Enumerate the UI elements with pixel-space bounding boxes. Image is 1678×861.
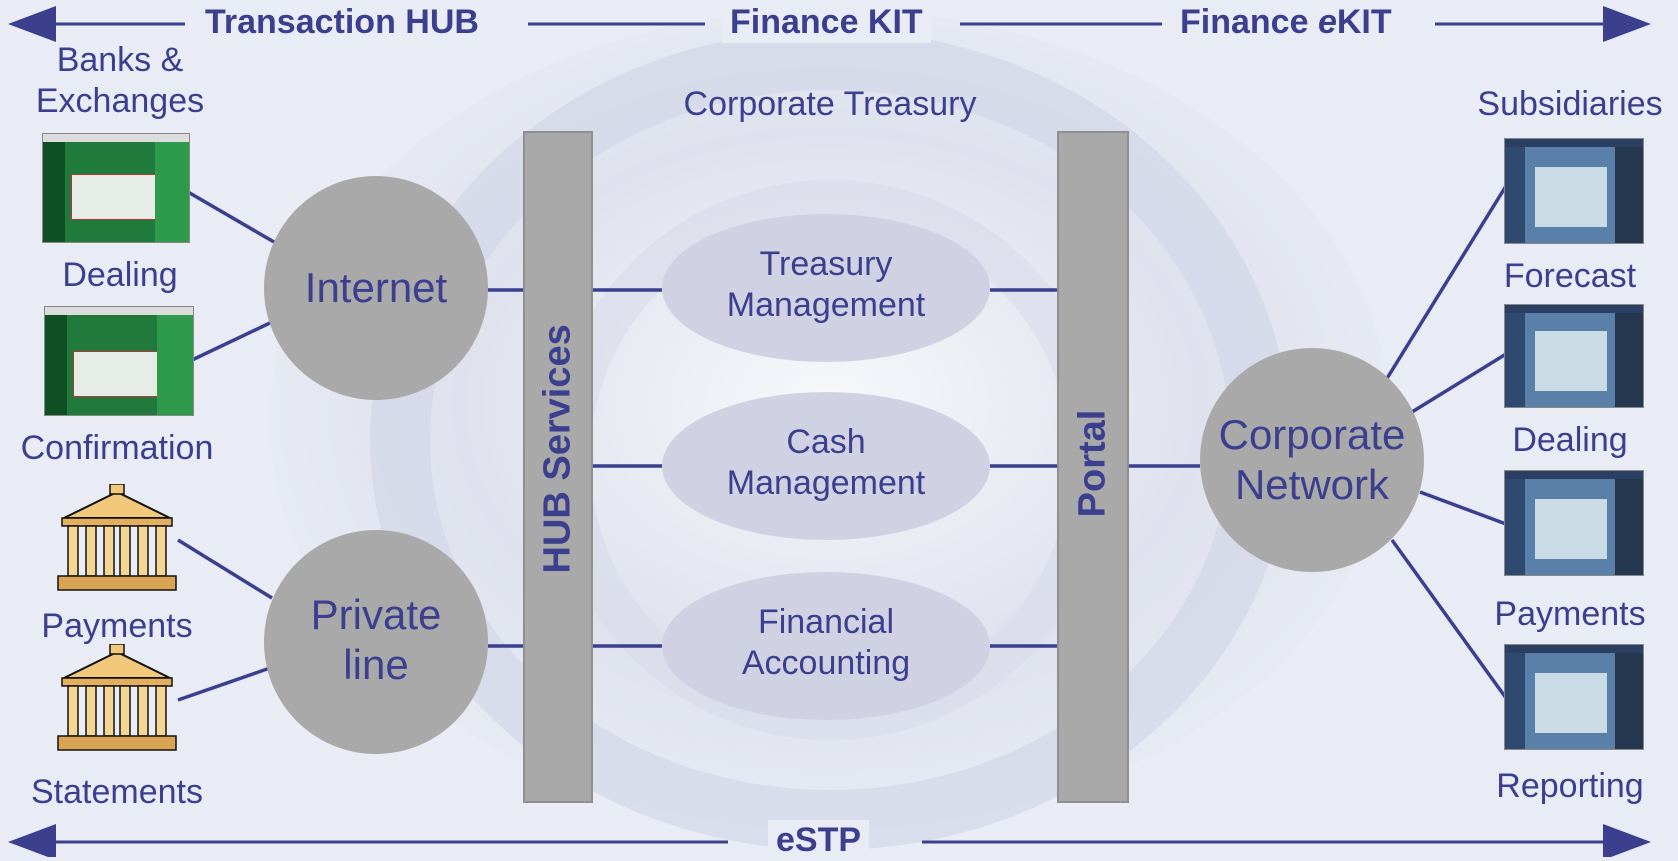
treasury-management-ellipse [662,214,990,362]
payments-left-label: Payments [41,607,193,645]
screen-titlebar [1505,645,1643,653]
corporate-network-label: Corporate Network [1200,410,1424,511]
payments-right-label: Payments [1494,595,1646,633]
estp-label: eSTP [768,820,870,861]
dealing-left-label: Dealing [62,256,178,294]
corporate-treasury-label: Corporate Treasury [683,85,977,123]
dealing-screen [1504,470,1644,576]
corporate-network-circle [1200,348,1424,572]
forecast-screen [1504,304,1644,408]
portal-label: Portal [1071,409,1114,518]
screen-form [1535,673,1607,733]
payments-building-icon [57,484,177,591]
finance-ekit-label: Finance eKIT [1172,2,1400,43]
screen-sidebar [1505,313,1525,407]
private-line-label: Private line [264,590,488,691]
screen-band [1615,147,1643,243]
screen-form [1535,331,1607,391]
exchanges-line: Exchanges [35,81,205,120]
screen-sidebar [1505,479,1525,575]
statements-label: Statements [31,773,203,811]
screen-titlebar [43,134,189,142]
bank-confirmation-screen [44,306,194,416]
screen-table [73,351,159,397]
finance-ekit-suffix: KIT [1336,3,1392,41]
portal-pillar [1057,131,1129,803]
financial-accounting-ellipse [662,572,990,720]
transaction-hub-label: Transaction HUB [197,2,487,43]
screen-titlebar [45,307,193,315]
internet-circle [264,176,488,400]
banks-line: Banks & [56,41,184,79]
corporate-line-2: Network [1234,461,1390,509]
treasury-line-1: Treasury [759,245,893,283]
finance-kit-label: Finance KIT [722,2,931,43]
reporting-label: Reporting [1496,767,1644,805]
statements-building-icon [57,644,177,751]
screen-sidebar [45,315,67,415]
private-line-circle [264,530,488,754]
screen-band [1615,313,1643,407]
screen-band [155,142,189,242]
cash-management-label: Cash Management [676,422,976,504]
connectors [177,185,1508,702]
screen-band [157,315,193,415]
screen-titlebar [1505,305,1643,313]
confirmation-label: Confirmation [20,429,214,467]
private-line-1: Private [310,591,442,638]
financial-accounting-label: Financial Accounting [676,602,976,684]
treasury-management-label: Treasury Management [676,244,976,326]
financial-line-1: Financial [757,603,895,641]
financial-line-2: Accounting [741,643,911,682]
internet-label: Internet [304,264,448,311]
subsidiaries-screen [1504,138,1644,244]
cash-line-1: Cash [786,423,866,461]
screen-form [1535,499,1607,559]
screen-titlebar [1505,471,1643,479]
private-line-2: line [343,641,409,689]
screen-titlebar [1505,139,1643,147]
screen-band [1615,479,1643,575]
corporate-line-1: Corporate [1218,411,1406,458]
screen-sidebar [43,142,65,242]
dealing-right-label: Dealing [1512,421,1628,459]
finance-ekit-prefix: Finance [1180,3,1318,41]
finance-ekit-e: e [1317,3,1337,41]
payments-screen [1504,644,1644,750]
treasury-line-2: Management [726,285,926,324]
screen-table [71,174,157,220]
hub-services-label: HUB Services [536,324,579,574]
bank-dealing-screen [42,133,190,243]
banks-exchanges-label: Banks & Exchanges [20,40,220,122]
cash-management-ellipse [662,392,990,540]
screen-form [1535,167,1607,227]
hub-services-pillar [523,131,593,803]
screen-sidebar [1505,147,1525,243]
screen-band [1615,653,1643,749]
screen-sidebar [1505,653,1525,749]
cash-line-2: Management [726,463,926,502]
forecast-label: Forecast [1503,257,1637,295]
subsidiaries-label: Subsidiaries [1477,85,1663,123]
